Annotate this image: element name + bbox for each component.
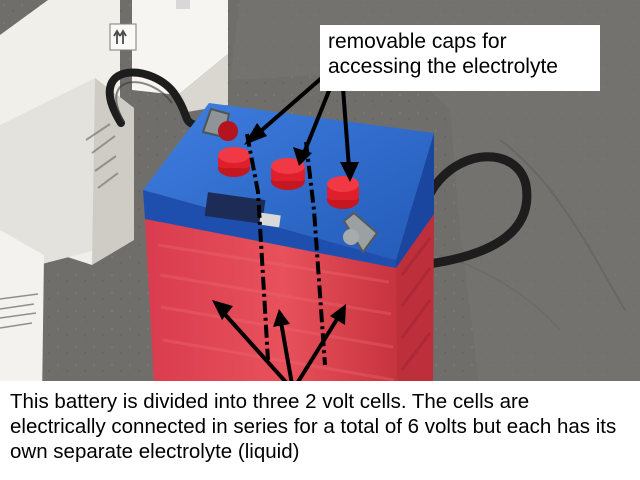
cells-annotation: This battery is divided into three 2 vol…	[0, 381, 640, 480]
cell-arrows	[212, 300, 346, 392]
battery	[143, 103, 434, 384]
cardboard-boxes	[0, 0, 228, 400]
caps-annotation: removable caps for accessing the electro…	[320, 25, 600, 91]
battery-terminals	[201, 107, 379, 254]
removable-caps	[218, 147, 359, 209]
cell-divider-lines	[245, 133, 327, 366]
